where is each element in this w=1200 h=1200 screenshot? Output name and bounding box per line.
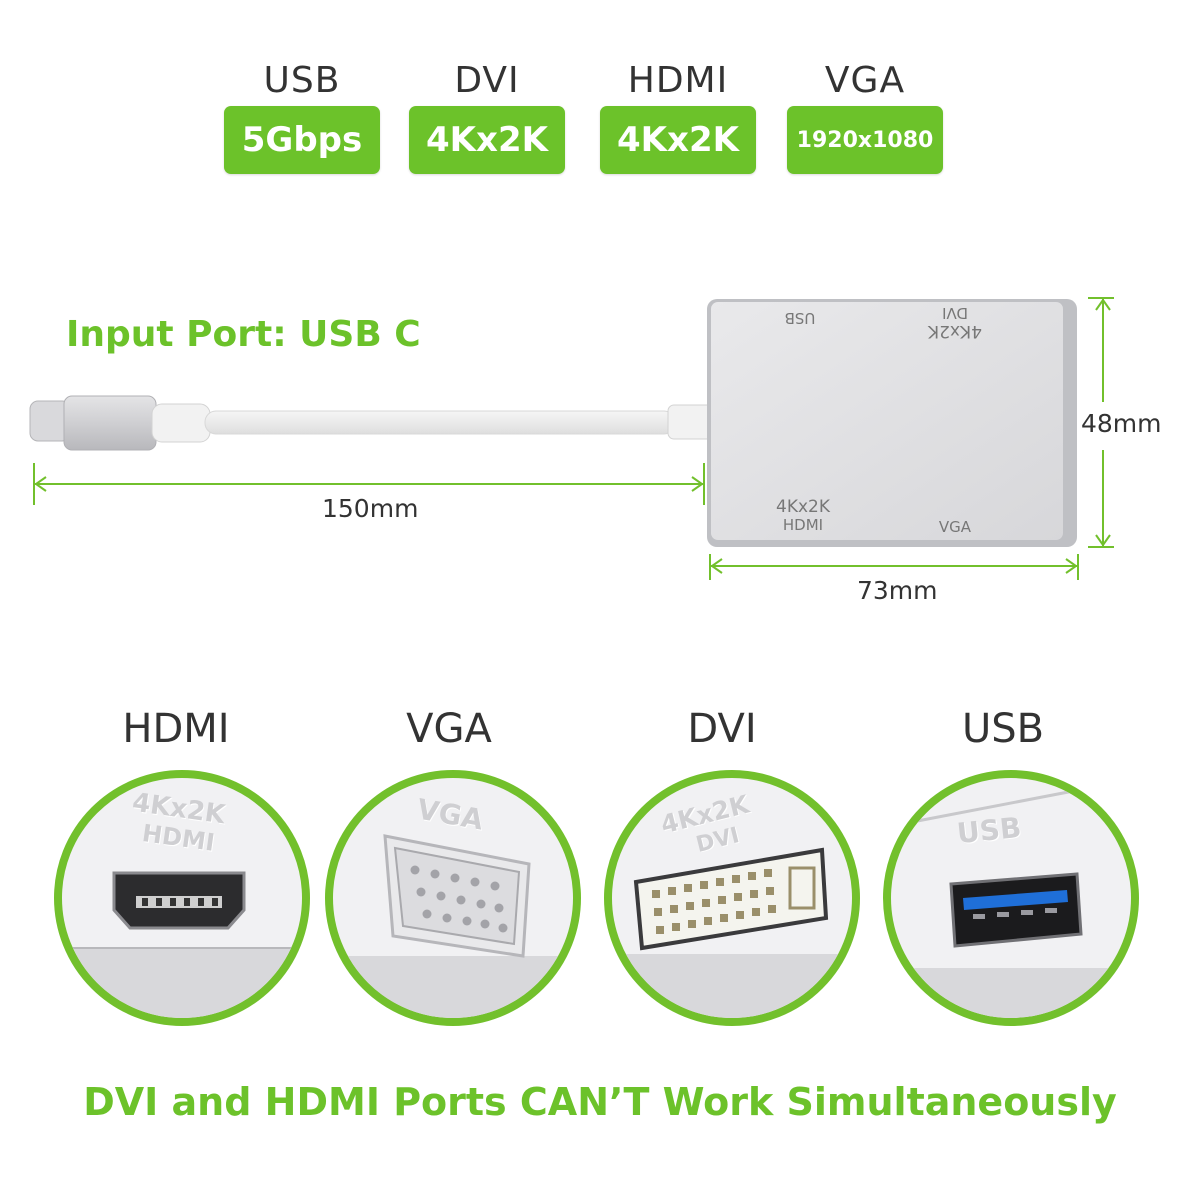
closeup-hdmi: 4Kx2K HDMI — [54, 770, 310, 1026]
spec-badge: 4Kx2K — [600, 106, 756, 174]
hub-label-usb: USB — [784, 309, 816, 327]
dvi-port-icon — [633, 847, 829, 951]
spec-usb: USB 5Gbps — [222, 58, 382, 174]
closeup-vga: VGA — [325, 770, 581, 1026]
hub-label-vga: VGA — [938, 518, 972, 536]
hub-height-dimension — [1088, 297, 1114, 548]
spec-badge: 4Kx2K — [409, 106, 565, 174]
input-port-label: Input Port: USB C — [66, 314, 421, 355]
hub-label-dvi: 4Kx2K DVI — [910, 304, 1000, 341]
hub-height-label: 48mm — [1081, 409, 1162, 438]
hub-label-hdmi-line2: HDMI — [782, 516, 824, 534]
hub-width-label: 73mm — [857, 576, 938, 605]
simultaneous-warning: DVI and HDMI Ports CAN’T Work Simultaneo… — [83, 1080, 1117, 1124]
cable — [204, 410, 676, 435]
spec-badge: 1920x1080 — [787, 106, 943, 174]
port-title-usb: USB — [961, 706, 1045, 752]
port-title-hdmi: HDMI — [122, 706, 230, 752]
spec-name: USB — [263, 60, 341, 101]
usb-c-plug-icon — [29, 395, 211, 451]
hub-label-dvi-line2: DVI — [942, 304, 968, 322]
spec-hdmi: HDMI 4Kx2K — [598, 58, 758, 174]
port-title-vga: VGA — [406, 706, 492, 752]
usb-a-port-icon — [949, 872, 1083, 948]
spec-name: DVI — [454, 60, 520, 101]
spec-vga: VGA 1920x1080 — [785, 58, 945, 174]
hub-body — [707, 299, 1077, 547]
closeup-dvi: 4Kx2K DVI — [604, 770, 860, 1026]
vga-port-icon — [383, 834, 531, 958]
spec-dvi: DVI 4Kx2K — [407, 58, 567, 174]
spec-name: VGA — [824, 60, 906, 101]
hub-width-dimension — [709, 554, 1079, 580]
hub-label-hdmi-line1: 4Kx2K — [776, 497, 830, 517]
hub-label-hdmi: 4Kx2K HDMI — [758, 498, 848, 534]
port-title-dvi: DVI — [687, 706, 757, 752]
cable-length-label: 150mm — [322, 494, 419, 523]
spec-name: HDMI — [627, 60, 729, 101]
cable-length-dimension — [33, 463, 705, 505]
engrave-usb: USB — [955, 810, 1023, 851]
closeup-usb: USB — [883, 770, 1139, 1026]
hdmi-port-icon — [112, 871, 246, 930]
spec-badge: 5Gbps — [224, 106, 380, 174]
cable-strain-relief — [667, 404, 714, 440]
hub-label-dvi-line1: 4Kx2K — [928, 321, 982, 341]
adapter-illustration — [29, 297, 1114, 580]
